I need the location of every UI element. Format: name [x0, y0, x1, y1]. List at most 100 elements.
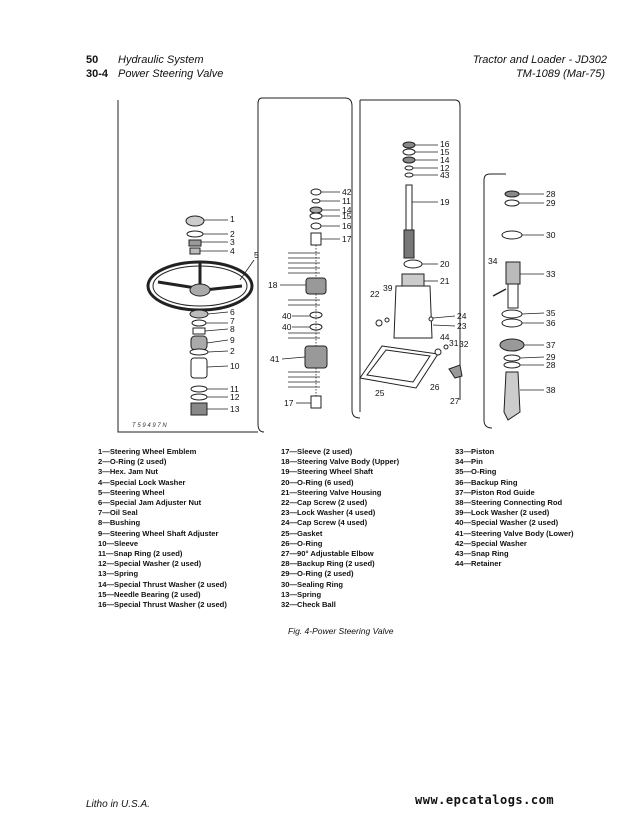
legend-item: 39—Lock Washer (2 used) [455, 508, 550, 518]
legend-item: 38—Steering Connecting Rod [455, 498, 563, 508]
legend-item: 17—Sleeve (2 used) [281, 447, 353, 456]
callout-label: 37 [546, 340, 556, 350]
callout-label: 21 [440, 276, 450, 286]
legend-item: 12—Special Washer (2 used) [98, 559, 202, 569]
steering-wheel-group [146, 215, 254, 416]
callout-label: 40 [282, 322, 292, 332]
legend-item: 22—Cap Screw (2 used) [281, 498, 368, 508]
callout-label: 14 [342, 205, 352, 215]
shaft-adjuster-part [190, 335, 208, 351]
sleeve-part [190, 357, 208, 379]
legend-item: 23—Lock Washer (4 used) [281, 508, 376, 518]
bracket-right [483, 180, 493, 429]
callout-label: 29 [546, 198, 556, 208]
manual-number: TM-1089 (Mar-75) [515, 68, 605, 80]
callout-label: 42 [342, 187, 352, 197]
callout-label: 25 [375, 388, 385, 398]
legend-item: 10—Sleeve [98, 538, 139, 548]
legend-item: 13—Spring [98, 569, 139, 579]
legend-item: 8—Bushing [98, 518, 141, 528]
callout-label: 44 [440, 332, 450, 342]
callout-label: 23 [457, 321, 467, 331]
lower-body-part [304, 345, 328, 369]
legend-item: 16—Special Thrust Washer (2 used) [98, 600, 227, 610]
legend-item: 35—O-Ring [455, 467, 497, 477]
callout-label: 11 [342, 196, 351, 206]
figure-caption: Fig. 4-Power Steering Valve [288, 626, 394, 636]
legend-item: 36—Backup Ring [455, 477, 518, 487]
page-number: 50 [86, 54, 99, 66]
callout-label: 8 [230, 324, 235, 334]
legend-item: 42—Special Washer [455, 538, 527, 548]
valve-body-group [304, 188, 328, 409]
gasket-part [359, 345, 439, 389]
callout-label: 38 [546, 385, 556, 395]
callout-label: 12 [230, 392, 240, 402]
o-ring-part [186, 230, 204, 238]
callout-label: 10 [230, 361, 240, 371]
lock-washer-part [189, 247, 201, 255]
callout-label: 26 [430, 382, 440, 392]
housing-body [393, 285, 433, 339]
callout-label: 30 [546, 230, 556, 240]
callout-label: 17 [342, 234, 352, 244]
connecting-rod-part [503, 371, 521, 421]
callout-label: 3 [230, 237, 235, 247]
spring-part [190, 402, 208, 416]
legend-item: 19—Steering Wheel Shaft [281, 467, 373, 477]
legend-item: 1—Steering Wheel Emblem [98, 447, 197, 456]
adjuster-nut-part [189, 309, 209, 319]
emblem-part [185, 215, 205, 227]
legend-item: 15—Needle Bearing (2 used) [98, 589, 201, 599]
legend-item: 11—Snap Ring (2 used) [98, 549, 183, 559]
website-watermark: www.epcatalogs.com [415, 793, 555, 807]
legend-item: 2—O-Ring (2 used) [98, 457, 167, 467]
callout-label: 41 [270, 354, 280, 364]
callout-label: 15 [440, 147, 450, 157]
legend-item: 25—Gasket [281, 528, 323, 538]
legend-item: 21—Steering Valve Housing [281, 487, 382, 497]
legend-item: 37—Piston Rod Guide [455, 487, 535, 497]
callout-label: 16 [342, 221, 352, 231]
legend-item: 43—Snap Ring [455, 549, 509, 559]
housing-top [401, 273, 425, 287]
legend-item: 34—Pin [455, 457, 483, 467]
sub-section-title: Power Steering Valve [118, 68, 224, 80]
legend-item: 3—Hex. Jam Nut [98, 467, 158, 477]
callout-label: 40 [282, 311, 292, 321]
bracket-mid [262, 97, 361, 419]
callout-label: 24 [457, 311, 467, 321]
callout-label: 2 [230, 229, 235, 239]
callout-label: 13 [230, 404, 240, 414]
callout-label: 15 [342, 211, 352, 221]
legend-item: 18—Steering Valve Body (Upper) [281, 457, 400, 467]
housing-group [359, 141, 463, 389]
legend-column-2: 17—Sleeve (2 used)18—Steering Valve Body… [281, 447, 399, 610]
bracket-right-inner [360, 99, 461, 400]
legend-item: 28—Backup Ring (2 used) [281, 559, 375, 569]
callout-label: 32 [459, 339, 469, 349]
callout-label: 36 [546, 318, 556, 328]
section-title: Hydraulic System [118, 54, 204, 66]
callout-label: 39 [383, 283, 393, 293]
legend-item: 5—Steering Wheel [98, 487, 165, 497]
callout-label: 2 [230, 346, 235, 356]
legend-item: 24—Cap Screw (4 used) [281, 518, 368, 528]
callout-label: 12 [440, 163, 450, 173]
figure-code: T 5 9 4 9 7 N [132, 423, 167, 429]
product-title: Tractor and Loader - JD302 [472, 54, 607, 66]
legend-item: 30—Sealing Ring [281, 579, 344, 589]
legend-item: 14—Special Thrust Washer (2 used) [98, 579, 227, 589]
legend-item: 32—Check Ball [281, 600, 336, 610]
callout-label: 29 [546, 352, 556, 362]
bracket-left [117, 100, 258, 433]
callout-label: 33 [546, 269, 556, 279]
callout-label: 18 [268, 280, 278, 290]
legend-item: 41—Steering Valve Body (Lower) [455, 528, 574, 538]
